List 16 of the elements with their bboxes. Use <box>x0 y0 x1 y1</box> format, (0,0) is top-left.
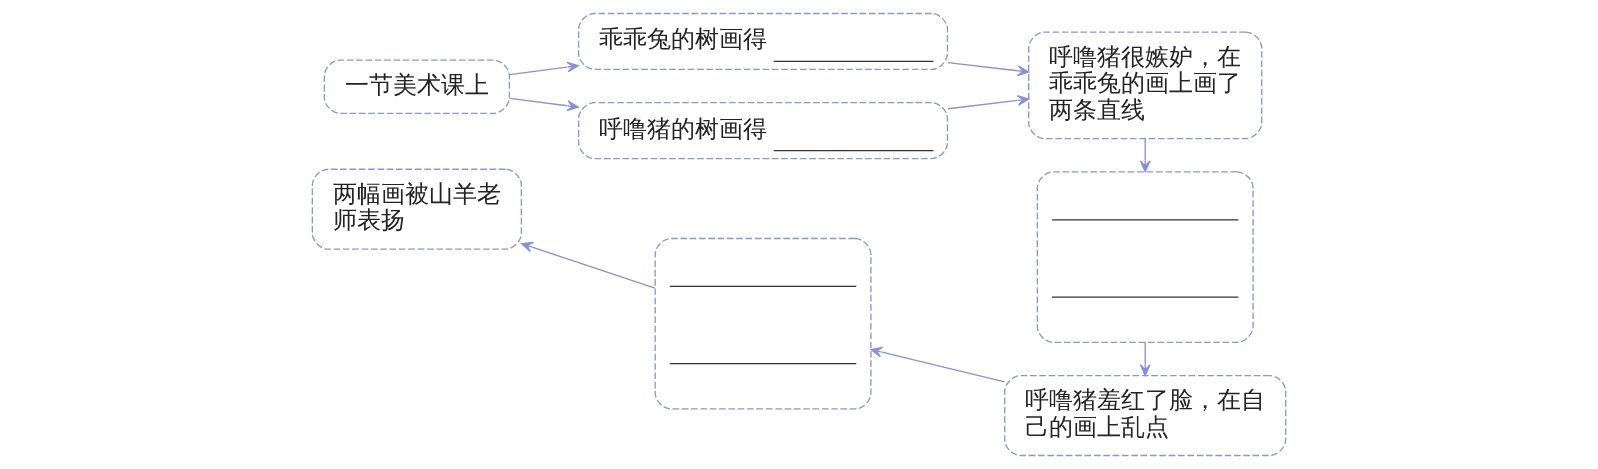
node-box: 一节美术课上 <box>323 59 511 114</box>
arrow <box>521 241 656 289</box>
arrow <box>509 97 579 112</box>
node-box: 乖乖兔的树画得 <box>577 12 949 71</box>
node-box: 呼噜猪很嫉妒，在乖乖兔的画上画了两条直线 <box>1028 31 1263 140</box>
node-box: 两幅画被山羊老师表扬 <box>311 168 523 250</box>
node-box <box>654 237 872 410</box>
arrow <box>870 346 1006 383</box>
arrow <box>947 94 1030 110</box>
arrow <box>509 61 579 76</box>
node-box: 呼噜猪羞红了脸，在自己的画上乱点 <box>1004 374 1287 457</box>
arrow <box>1139 138 1151 173</box>
arrow <box>1139 341 1151 377</box>
arrow <box>947 62 1030 77</box>
node-box: 呼噜猪的树画得 <box>577 102 949 160</box>
node-box <box>1036 171 1254 343</box>
